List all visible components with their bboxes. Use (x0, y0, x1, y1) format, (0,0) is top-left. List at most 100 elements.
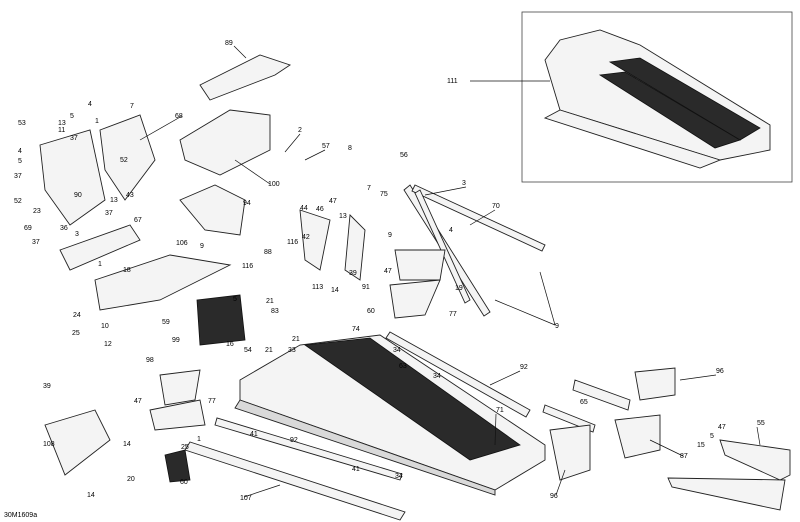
callout-59: 59 (162, 319, 170, 326)
callout-91: 91 (362, 284, 370, 291)
callout-14: 14 (123, 441, 131, 448)
callout-75: 75 (380, 191, 388, 198)
callout-1: 1 (197, 436, 201, 443)
callout-20: 20 (127, 476, 135, 483)
callout-77: 77 (208, 398, 216, 405)
callout-52: 52 (14, 198, 22, 205)
callout-33: 33 (288, 347, 296, 354)
callout-55: 55 (757, 420, 765, 427)
callout-13: 13 (110, 197, 118, 204)
callout-47: 47 (134, 398, 142, 405)
callout-4: 4 (449, 227, 453, 234)
callout-63: 63 (399, 363, 407, 370)
callout-98: 98 (146, 357, 154, 364)
callout-37: 37 (70, 135, 78, 142)
callout-3: 3 (462, 180, 466, 187)
callout-36: 36 (60, 225, 68, 232)
callout-13: 13 (339, 213, 347, 220)
callout-inset: 111 (447, 78, 458, 85)
callout-18: 18 (123, 267, 131, 274)
callout-68: 68 (175, 113, 183, 120)
callout-25: 25 (72, 330, 80, 337)
callout-13: 13 (58, 120, 66, 127)
callout-96: 96 (716, 368, 724, 375)
callout-1: 1 (98, 261, 102, 268)
callout-41: 41 (250, 431, 258, 438)
callout-37: 37 (14, 173, 22, 180)
callout-89: 89 (225, 40, 233, 47)
right-components (542, 367, 791, 511)
callout-8: 8 (348, 145, 352, 152)
callout-113: 113 (312, 284, 323, 291)
callout-69: 69 (24, 225, 32, 232)
diagram-code: 30M1609a (4, 512, 37, 519)
callout-5: 5 (18, 158, 22, 165)
callout-11: 11 (58, 127, 65, 134)
callout-70: 70 (492, 203, 500, 210)
callout-15: 15 (697, 442, 705, 449)
callout-60: 60 (180, 479, 188, 486)
callout-53: 53 (18, 120, 26, 127)
callout-9: 9 (388, 232, 392, 239)
callout-37: 37 (105, 210, 113, 217)
callout-56: 56 (400, 152, 408, 159)
slide-rails (184, 331, 531, 521)
callout-88: 88 (264, 249, 272, 256)
callout-83: 83 (271, 308, 279, 315)
callout-71: 71 (496, 407, 504, 414)
callout-5: 5 (710, 433, 714, 440)
leader-lines (139, 45, 761, 498)
callout-74: 74 (352, 326, 360, 333)
callout-labels: 89 7 68 53 13 5 4 11 37 1 52 5 4 37 90 4… (14, 40, 765, 502)
callout-34: 34 (433, 373, 441, 380)
callout-100: 100 (268, 181, 280, 188)
callout-7: 7 (130, 103, 134, 110)
callout-10: 10 (101, 323, 109, 330)
callout-14: 14 (331, 287, 339, 294)
callout-2: 2 (298, 127, 302, 134)
callout-116: 116 (242, 263, 253, 270)
callout-39: 39 (43, 383, 51, 390)
callout-94: 94 (243, 200, 251, 207)
callout-47: 47 (718, 424, 726, 431)
callout-43: 43 (126, 192, 134, 199)
callout-54: 54 (244, 347, 252, 354)
callout-87: 87 (680, 453, 688, 460)
callout-65: 65 (580, 399, 588, 406)
callout-90: 90 (74, 192, 82, 199)
callout-9: 9 (200, 243, 204, 250)
callout-44: 44 (300, 205, 308, 212)
inset-chassis-view: 111 (447, 11, 793, 183)
callout-57: 57 (322, 143, 330, 150)
callout-34: 34 (393, 347, 401, 354)
callout-47: 47 (329, 198, 337, 205)
callout-47: 47 (384, 268, 392, 275)
callout-9: 9 (555, 323, 559, 330)
callout-34: 34 (395, 473, 403, 480)
callout-1: 1 (95, 118, 99, 125)
callout-4: 4 (18, 148, 22, 155)
callout-60: 60 (367, 308, 375, 315)
callout-52: 52 (120, 157, 128, 164)
callout-19: 19 (455, 285, 463, 292)
front-bars (403, 184, 546, 317)
callout-14: 14 (87, 492, 95, 499)
callout-4: 4 (88, 101, 92, 108)
callout-92: 92 (520, 364, 528, 371)
callout-21: 21 (292, 336, 300, 343)
callout-116: 116 (287, 239, 298, 246)
callout-37: 37 (32, 239, 40, 246)
callout-106: 106 (176, 240, 188, 247)
callout-42: 42 (302, 234, 310, 241)
callout-67: 67 (134, 217, 142, 224)
upper-components (39, 54, 292, 311)
callout-16: 16 (226, 341, 234, 348)
callout-5: 5 (233, 296, 237, 303)
callout-3: 3 (75, 231, 79, 238)
tunnel-assembly (234, 334, 546, 496)
callout-107: 107 (240, 495, 252, 502)
callout-77: 77 (449, 311, 457, 318)
callout-39: 39 (349, 270, 357, 277)
callout-96: 96 (550, 493, 558, 500)
